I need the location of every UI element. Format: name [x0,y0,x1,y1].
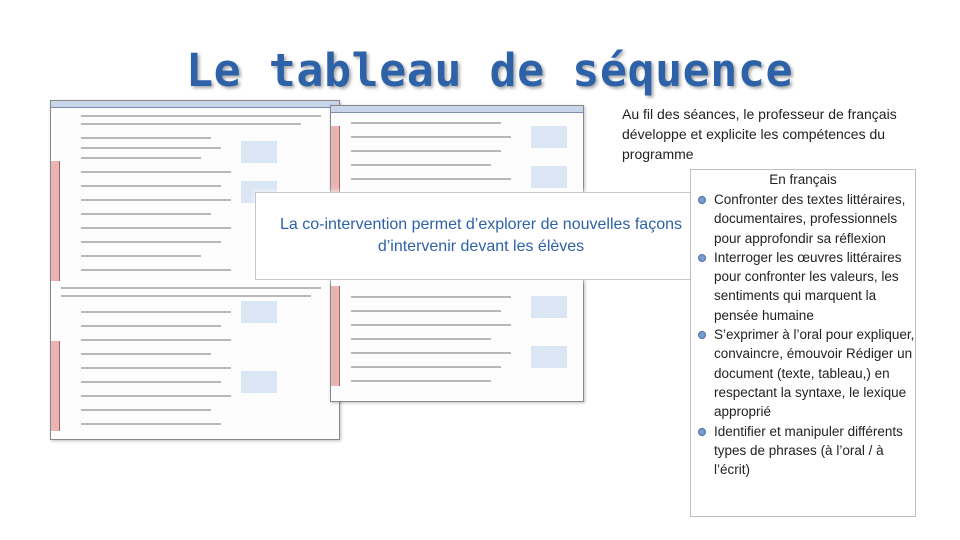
list-item-text: S’exprimer à l’oral pour expliquer, conv… [714,327,915,420]
competences-list: Confronter des textes littéraires, docum… [696,190,920,479]
francais-competences-box: En français [690,169,916,517]
list-item-text: Identifier et manipuler différents types… [714,423,903,478]
table-highlight-cell [241,301,277,323]
table-header-bar [331,106,583,113]
slide-title: Le tableau de séquence [186,44,794,97]
table-session-tab [51,341,60,431]
table-session-tab [331,126,340,206]
table-session-tab [51,161,60,281]
table-header-bar [51,101,339,108]
table-highlight-cell [531,346,567,368]
list-item: Interroger les œuvres littéraires pour c… [696,248,920,325]
table-highlight-cell [241,371,277,393]
list-item: Identifier et manipuler différents types… [696,422,920,480]
list-item: S’exprimer à l’oral pour expliquer, conv… [696,325,920,421]
list-item: Confronter des textes littéraires, docum… [696,190,920,248]
co-intervention-callout: La co-intervention permet d’explorer de … [255,192,707,280]
intro-paragraph: Au fil des séances, le professeur de fra… [622,106,897,162]
bullet-icon [698,196,706,204]
table-highlight-cell [241,141,277,163]
table-highlight-cell [531,296,567,318]
bullet-icon [698,331,706,340]
bullet-icon [698,253,706,262]
bullet-icon [698,427,706,436]
table-highlight-cell [531,126,567,148]
table-highlight-cell [531,166,567,188]
francais-box-title: En français [769,172,837,187]
list-item-text: Interroger les œuvres littéraires pour c… [714,249,902,323]
list-item-text: Confronter des textes littéraires, docum… [714,192,906,246]
table-session-tab [331,286,340,386]
